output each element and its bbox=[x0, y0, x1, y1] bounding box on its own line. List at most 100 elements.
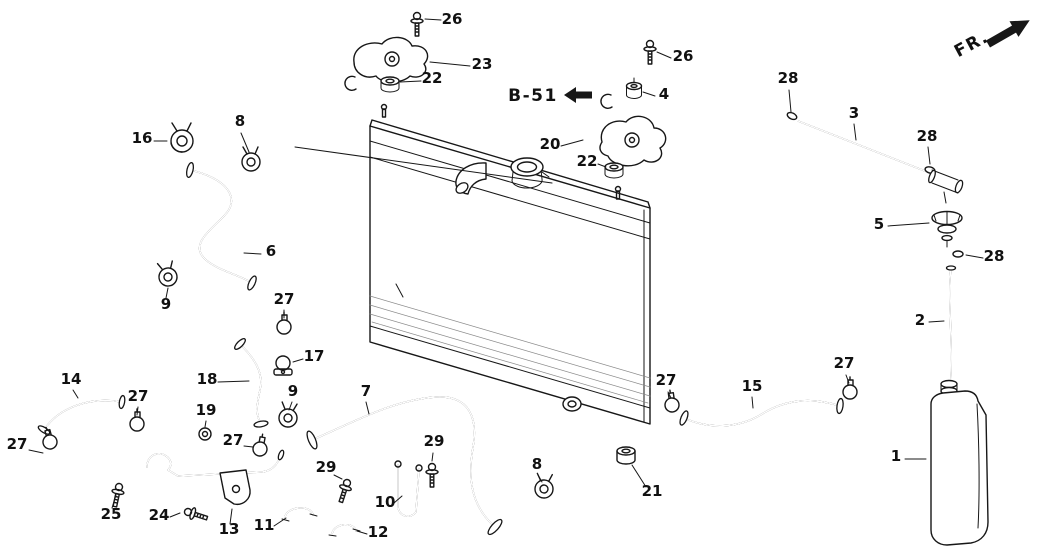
hose-clamp-icon bbox=[277, 401, 300, 429]
hose-clamp-icon bbox=[155, 259, 180, 289]
leader-line bbox=[273, 517, 287, 527]
reserve-tank bbox=[930, 379, 989, 546]
leader-line bbox=[751, 396, 754, 409]
part-label-3: 3 bbox=[849, 104, 859, 122]
leader-line bbox=[243, 445, 254, 448]
ring-clip-icon bbox=[952, 250, 964, 258]
part-label-9: 9 bbox=[161, 295, 171, 313]
hose-bracket-10 bbox=[394, 460, 423, 517]
leader-line bbox=[165, 287, 169, 299]
part-label-8: 8 bbox=[532, 455, 542, 473]
part-label-12: 12 bbox=[368, 523, 389, 541]
part-label-1: 1 bbox=[891, 447, 901, 465]
hose-clamp-icon bbox=[241, 146, 261, 172]
part-label-27: 27 bbox=[656, 371, 677, 389]
reserve-tank-cap bbox=[931, 210, 963, 248]
section-reference: B-51 bbox=[508, 86, 592, 106]
clip-icon bbox=[600, 93, 613, 109]
bolt-icon bbox=[182, 504, 210, 525]
part-label-20: 20 bbox=[540, 135, 561, 153]
left-arrow-icon bbox=[564, 87, 592, 103]
part-label-19: 19 bbox=[196, 401, 217, 419]
leader-line bbox=[667, 391, 672, 399]
mount-cushion bbox=[604, 162, 624, 179]
leader-line bbox=[845, 374, 850, 384]
pipe-bracket-13 bbox=[219, 469, 251, 506]
part-label-4: 4 bbox=[659, 85, 669, 103]
part-label-7: 7 bbox=[361, 382, 371, 400]
half-clamp-11 bbox=[281, 507, 318, 522]
part-label-25: 25 bbox=[101, 505, 122, 523]
leader-line bbox=[788, 89, 792, 113]
band-clamp-icon bbox=[842, 376, 858, 400]
part-label-11: 11 bbox=[254, 516, 275, 534]
leader-line bbox=[111, 494, 117, 509]
reserve-tank-tube bbox=[945, 265, 957, 393]
part-label-29: 29 bbox=[424, 432, 445, 450]
leader-line bbox=[424, 18, 442, 21]
part-label-18: 18 bbox=[197, 370, 218, 388]
part-label-24: 24 bbox=[149, 506, 170, 524]
band-clamp-icon bbox=[251, 432, 271, 458]
part-label-26: 26 bbox=[442, 10, 463, 28]
leader-line bbox=[333, 474, 343, 480]
leader-line bbox=[853, 123, 857, 141]
leader-line bbox=[431, 452, 434, 462]
radiator-outlet-port bbox=[562, 396, 582, 412]
leader-line bbox=[28, 449, 44, 454]
mount-cushion bbox=[380, 76, 400, 93]
part-label-13: 13 bbox=[219, 520, 240, 538]
leader-line bbox=[204, 420, 207, 428]
leader-line bbox=[965, 254, 984, 259]
mount-pin-icon bbox=[380, 103, 388, 118]
lower-radiator-hose bbox=[306, 396, 503, 536]
leader-line bbox=[292, 358, 304, 363]
upper-radiator-hose bbox=[185, 162, 257, 291]
part-label-9: 9 bbox=[288, 382, 298, 400]
leader-line bbox=[136, 406, 139, 416]
water-pipe-assembly bbox=[146, 449, 285, 506]
part-label-5: 5 bbox=[874, 215, 884, 233]
clip-icon bbox=[344, 75, 357, 91]
part-label-10: 10 bbox=[375, 493, 396, 511]
bolt-icon bbox=[334, 477, 355, 505]
part-label-8: 8 bbox=[235, 112, 245, 130]
radiator-inlet-spout bbox=[455, 162, 487, 195]
clip-19 bbox=[198, 427, 212, 441]
part-label-23: 23 bbox=[472, 55, 493, 73]
half-clamp-12 bbox=[328, 524, 361, 537]
part-label-21: 21 bbox=[642, 482, 663, 500]
part-label-28: 28 bbox=[778, 69, 799, 87]
elbow-joint bbox=[928, 169, 964, 204]
leader-line bbox=[229, 508, 233, 525]
overflow-tube bbox=[785, 110, 964, 204]
leader-line bbox=[169, 512, 181, 518]
part-label-28: 28 bbox=[984, 247, 1005, 265]
hose-clamp-icon bbox=[533, 472, 555, 500]
bolt-icon bbox=[108, 481, 127, 509]
leader-line bbox=[399, 80, 422, 83]
upper-bracket-left bbox=[344, 11, 429, 93]
front-arrow-icon bbox=[986, 20, 1030, 48]
part-label-27: 27 bbox=[7, 435, 28, 453]
section-ref-label: B-51 bbox=[508, 86, 558, 106]
part-callouts: 2623222642832816820225692827217189142719… bbox=[7, 10, 1005, 541]
part-label-27: 27 bbox=[834, 354, 855, 372]
leader-line bbox=[631, 464, 647, 488]
joint-collar bbox=[625, 77, 643, 99]
part-label-22: 22 bbox=[422, 69, 443, 87]
bolt-icon bbox=[643, 39, 657, 65]
leader-line bbox=[429, 61, 471, 67]
part-label-27: 27 bbox=[223, 431, 244, 449]
leader-line bbox=[927, 146, 931, 165]
harness-clamp-17 bbox=[273, 355, 293, 376]
leader-line bbox=[642, 91, 656, 97]
lower-connect-hose bbox=[679, 397, 844, 427]
water-hose bbox=[234, 338, 269, 428]
leader-line bbox=[240, 132, 250, 153]
band-clamp-icon bbox=[662, 388, 681, 414]
leader-line bbox=[887, 222, 930, 227]
part-label-26: 26 bbox=[673, 47, 694, 65]
